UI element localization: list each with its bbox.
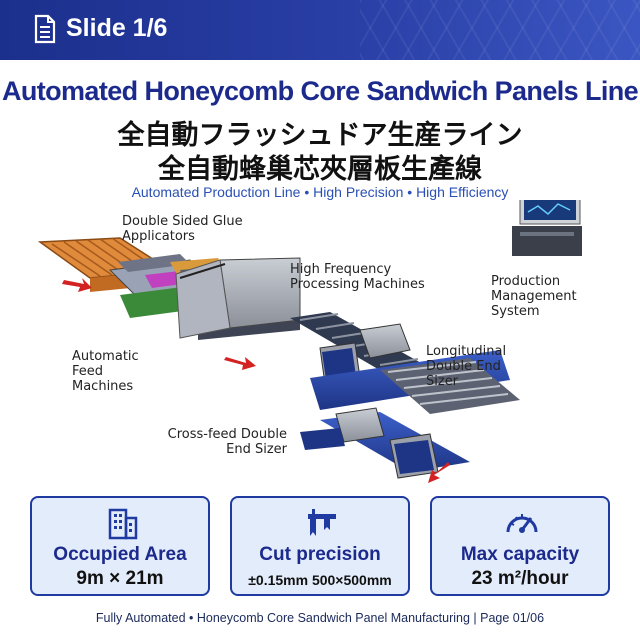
spec-value: ±0.15mm 500×500mm [248,572,392,588]
speedometer-icon [506,514,538,533]
label-cross-feed-sizer: Cross-feed Double End Sizer [167,427,287,457]
page-footer: Fully Automated • Honeycomb Core Sandwic… [95,611,545,625]
caliper-icon [308,509,336,536]
label-production-management: Production Management System [491,274,577,319]
slide-counter: Slide 1/6 [66,14,168,42]
spec-title: Occupied Area [53,544,187,565]
spec-value: 23 m²/hour [471,568,569,589]
computer-terminal [512,191,582,256]
production-line-illustration [37,191,582,483]
spec-card-capacity: Max capacity 23 m²/hour [430,496,610,596]
building-icon [108,508,138,540]
spec-cards: Occupied Area 9m × 21m Cut precision ±0.… [30,496,610,598]
cross-feed-sizer [300,407,470,479]
page-subtitle: Automated Production Line • High Precisi… [131,184,509,200]
spec-title: Cut precision [259,544,381,565]
page-title-english: Automated Honeycomb Core Sandwich Panels… [1,76,639,106]
header-bar: Slide 1/6 [0,0,640,60]
flow-arrows [62,278,450,483]
outfeed-conveyor [380,358,520,414]
label-longitudinal-sizer: Longitudinal Double End Sizer [426,344,507,389]
label-automatic-feed: Automatic Feed Machines [72,349,139,394]
page-title-japanese: 全自動フラッシュドア生産ライン [117,120,523,151]
page-title-chinese: 全自動蜂巢芯夾層板生產線 [158,154,482,185]
document-icon [34,14,56,44]
high-frequency-machine [175,257,301,340]
label-glue-applicators: Double Sided Glue Applicators [122,214,243,244]
production-line-diagram: Double Sided Glue Applicators High Frequ… [0,191,640,490]
label-high-frequency: High Frequency Processing Machines [290,262,425,292]
spec-value: 9m × 21m [76,568,164,589]
spec-card-precision: Cut precision ±0.15mm 500×500mm [230,496,410,596]
spec-title: Max capacity [460,544,580,565]
spec-card-area: Occupied Area 9m × 21m [30,496,210,596]
header-pattern [360,0,640,60]
